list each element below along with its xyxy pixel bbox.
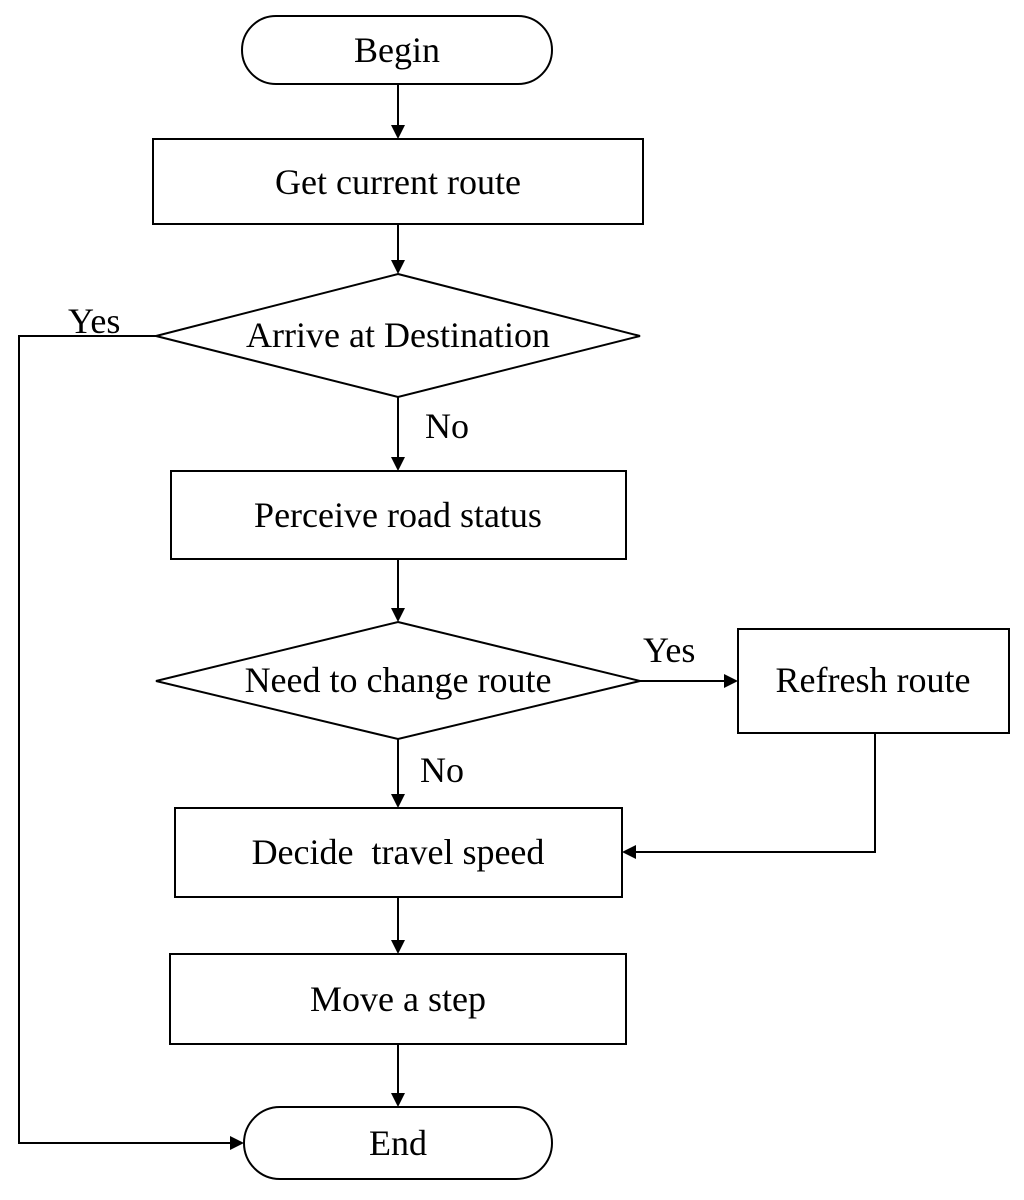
arrowhead: [391, 794, 405, 808]
arrowhead: [391, 125, 405, 139]
refresh-route-label: Refresh route: [776, 660, 971, 700]
perceive-road-status-label: Perceive road status: [254, 495, 542, 535]
change-no-label: No: [420, 750, 464, 790]
refresh-route-node: Refresh route: [737, 628, 1010, 734]
arrive-yes-label: Yes: [68, 301, 120, 341]
need-change-decision-node: Need to change route: [155, 620, 641, 741]
arrive-decision-label: Arrive at Destination: [246, 315, 550, 355]
arrowhead: [724, 674, 738, 688]
connector-get-route-to-arrive: [391, 224, 405, 274]
connector-need-change-yes-to-refresh: [640, 674, 738, 688]
arrowhead: [391, 260, 405, 274]
arrowhead: [391, 940, 405, 954]
begin-label: Begin: [354, 30, 440, 70]
decide-travel-speed-node: Decide travel speed: [174, 807, 623, 898]
need-change-decision-label: Need to change route: [245, 660, 552, 700]
connector-decide-to-move: [391, 897, 405, 954]
arrowhead: [391, 608, 405, 622]
arrowhead: [230, 1136, 244, 1150]
connector-move-to-end: [391, 1044, 405, 1107]
get-current-route-label: Get current route: [275, 162, 521, 202]
connector-need-change-no-to-decide: [391, 739, 405, 808]
connector-perceive-to-need-change: [391, 559, 405, 622]
connector-arrive-yes-to-end: [18, 335, 244, 1150]
arrive-no-label: No: [425, 406, 469, 446]
end-label: End: [369, 1123, 427, 1163]
move-a-step-label: Move a step: [310, 979, 486, 1019]
move-a-step-node: Move a step: [169, 953, 627, 1045]
get-current-route-node: Get current route: [152, 138, 644, 225]
arrowhead: [391, 457, 405, 471]
perceive-road-status-node: Perceive road status: [170, 470, 627, 560]
decide-travel-speed-label: Decide travel speed: [252, 832, 545, 872]
begin-node: Begin: [241, 15, 553, 85]
change-yes-label: Yes: [643, 630, 695, 670]
arrive-decision-node: Arrive at Destination: [155, 272, 641, 399]
end-node: End: [243, 1106, 553, 1180]
arrowhead: [391, 1093, 405, 1107]
connector-refresh-to-decide: [622, 733, 876, 859]
connector-begin-to-get-route: [391, 84, 405, 139]
connector-arrive-no-to-perceive: [391, 397, 405, 471]
arrowhead: [622, 845, 636, 859]
